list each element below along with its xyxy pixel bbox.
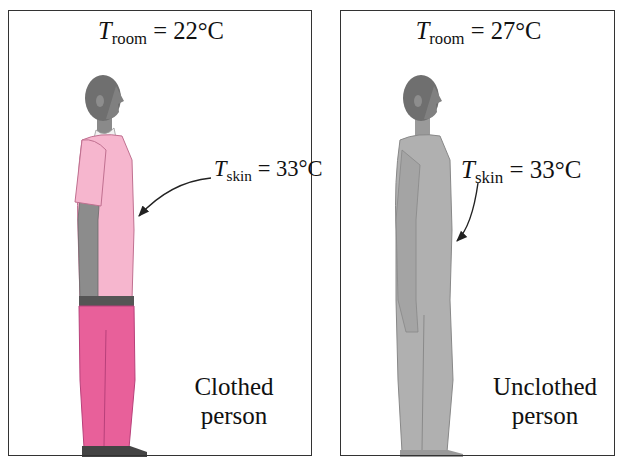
temperature-label: Troom = 27°C bbox=[341, 17, 616, 45]
value-text: = 33°C bbox=[252, 156, 322, 181]
belt bbox=[79, 296, 134, 306]
temperature-label: Troom = 22°C bbox=[9, 17, 313, 45]
leader-arrow bbox=[457, 183, 478, 241]
sleeve bbox=[75, 140, 106, 206]
temperature-label: Tskin = 33°C bbox=[461, 156, 582, 185]
ear bbox=[414, 95, 422, 107]
value-text: = 27°C bbox=[465, 17, 542, 44]
face bbox=[424, 86, 442, 119]
value-text: = 33°C bbox=[503, 156, 581, 183]
leader-arrow bbox=[139, 178, 211, 216]
caption-label: Unclothed person bbox=[481, 373, 609, 431]
scene-panel: Troom = 22°CTskin = 33°CClothed person bbox=[8, 10, 312, 456]
pants bbox=[79, 306, 135, 448]
pants-crease bbox=[104, 330, 106, 446]
subscript: skin bbox=[227, 167, 253, 184]
symbol-letter: T bbox=[461, 156, 475, 183]
caption-label: Clothed person bbox=[174, 373, 294, 431]
unclothed-person bbox=[396, 75, 464, 457]
value-text: = 22°C bbox=[147, 17, 224, 44]
subscript: room bbox=[112, 29, 147, 48]
symbol-letter: T bbox=[416, 17, 430, 44]
body bbox=[396, 135, 454, 452]
arm bbox=[396, 150, 420, 332]
face bbox=[106, 86, 124, 119]
temperature-label: Tskin = 33°C bbox=[214, 156, 322, 182]
scene-panel: Troom = 27°CTskin = 33°CUnclothed person bbox=[340, 10, 615, 456]
clothed-person bbox=[75, 75, 147, 457]
leg-line bbox=[422, 315, 424, 450]
ear bbox=[96, 95, 104, 107]
symbol-letter: T bbox=[214, 156, 227, 181]
subscript: room bbox=[429, 29, 464, 48]
symbol-letter: T bbox=[98, 17, 112, 44]
subscript: skin bbox=[475, 168, 503, 187]
